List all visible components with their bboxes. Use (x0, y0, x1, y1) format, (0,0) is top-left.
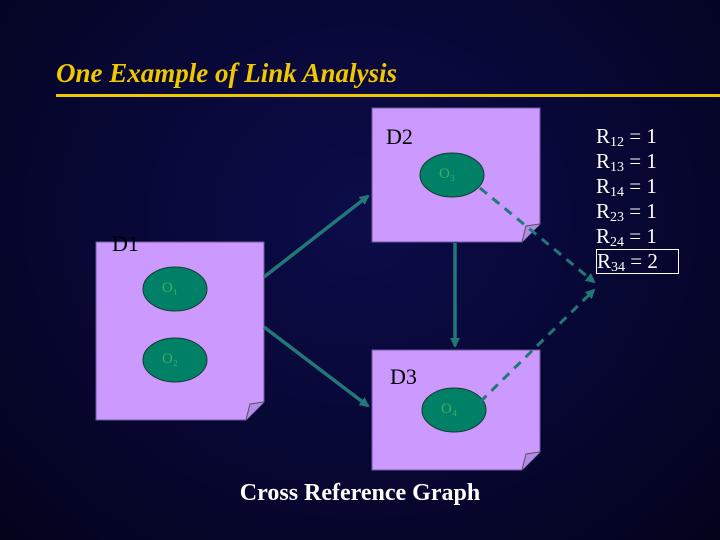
document-d3-label: D3 (390, 364, 417, 389)
slide-title: One Example of Link Analysis (56, 58, 398, 88)
document-d1-label: D1 (112, 231, 139, 256)
object-o1-shape[interactable] (142, 266, 208, 312)
relation-r14: R14 = 1 (596, 174, 657, 200)
document-d1[interactable] (95, 241, 265, 421)
object-o3-label: O₃ (439, 166, 456, 182)
object-o2-shape[interactable] (142, 337, 208, 383)
arrow-d1-to-d3 (262, 325, 370, 408)
relation-r12: R12 = 1 (596, 124, 657, 150)
diagram-caption: Cross Reference Graph (239, 480, 481, 506)
object-o2-label: O₂ (162, 351, 179, 367)
object-o3-shape[interactable] (419, 152, 485, 198)
relation-r34: R34 = 2 (596, 249, 679, 275)
arrow-d1-to-d2 (262, 194, 370, 279)
relation-r13: R13 = 1 (596, 149, 657, 175)
object-o4-shape[interactable] (421, 387, 487, 433)
document-d2-label: D2 (386, 124, 413, 149)
relation-r23: R23 = 1 (596, 199, 657, 225)
relation-r24: R24 = 1 (596, 224, 657, 250)
relations-list: R12 = 1 R13 = 1 R14 = 1 R23 = 1 R24 = 1 … (596, 124, 679, 297)
dashed-link-o3 (479, 186, 596, 284)
object-o1-label: O₁ (162, 280, 179, 296)
title-underline (56, 94, 720, 97)
dashed-link-o4 (478, 288, 596, 404)
object-o4-label: O₄ (441, 401, 458, 417)
